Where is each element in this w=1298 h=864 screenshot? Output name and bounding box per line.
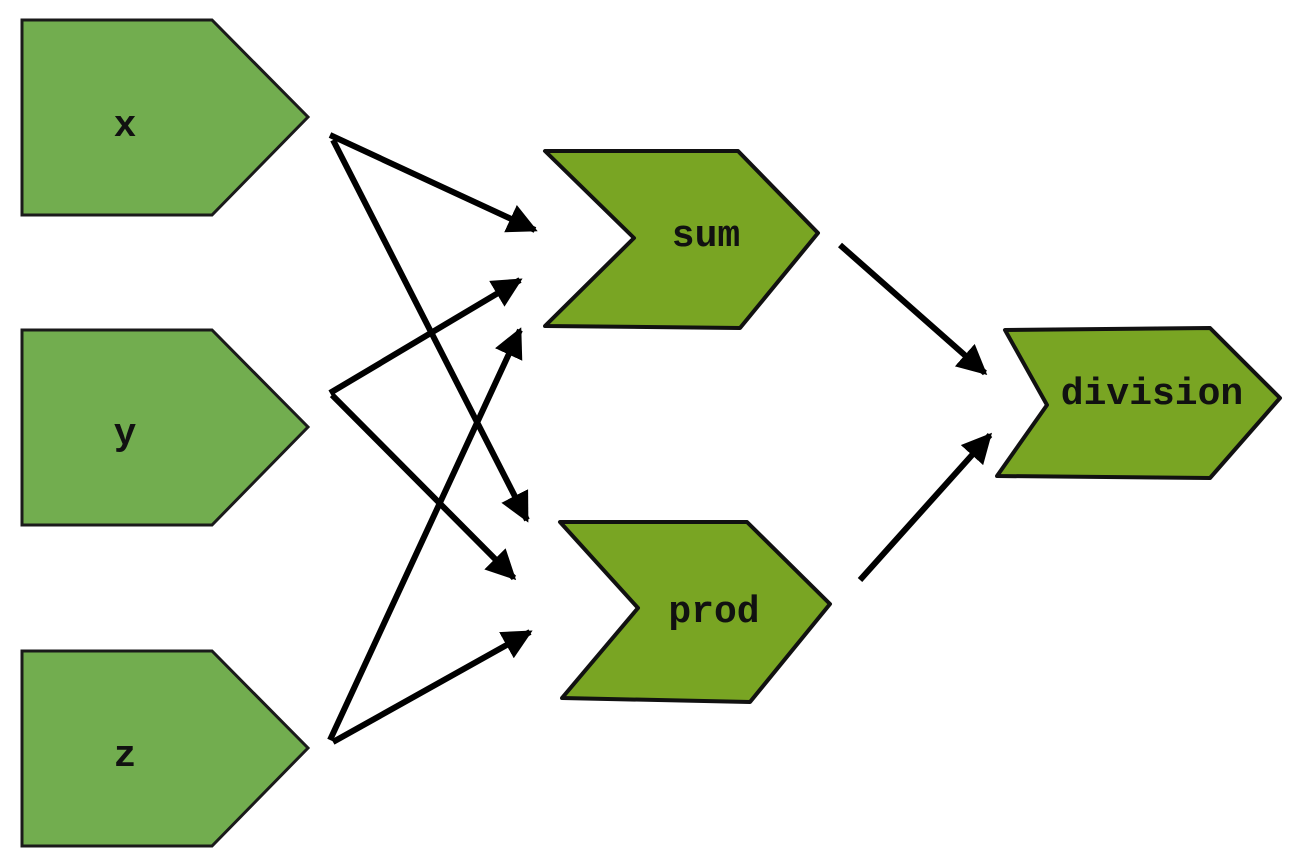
edge-sum-to-division — [838, 242, 988, 376]
input-node-z: z — [20, 649, 311, 848]
input-shape-z — [20, 649, 311, 848]
node-label-prod: prod — [668, 591, 759, 634]
edge-prod-to-division — [857, 432, 993, 583]
operation-shape-prod — [558, 520, 832, 704]
edge-x-to-prod — [330, 138, 530, 523]
operation-shape-division — [995, 326, 1282, 480]
node-label-x: x — [114, 105, 137, 148]
node-label-z: z — [114, 735, 137, 778]
edge-y-to-sum — [328, 277, 523, 396]
input-shape-x — [20, 18, 311, 217]
operation-shape-sum — [543, 149, 820, 330]
input-node-y: y — [20, 328, 311, 527]
edge-z-to-sum — [327, 327, 523, 742]
node-label-division: division — [1061, 373, 1243, 416]
operation-node-prod: prod — [558, 520, 832, 704]
node-label-y: y — [114, 413, 137, 456]
edge-y-to-prod — [329, 392, 517, 581]
input-shape-y — [20, 328, 311, 527]
edge-z-to-prod — [331, 629, 533, 745]
node-label-sum: sum — [672, 215, 740, 258]
edge-x-to-sum — [328, 132, 538, 233]
operation-node-division: division — [995, 326, 1282, 480]
input-node-x: x — [20, 18, 311, 217]
edges — [327, 132, 993, 745]
operation-node-sum: sum — [543, 149, 820, 330]
